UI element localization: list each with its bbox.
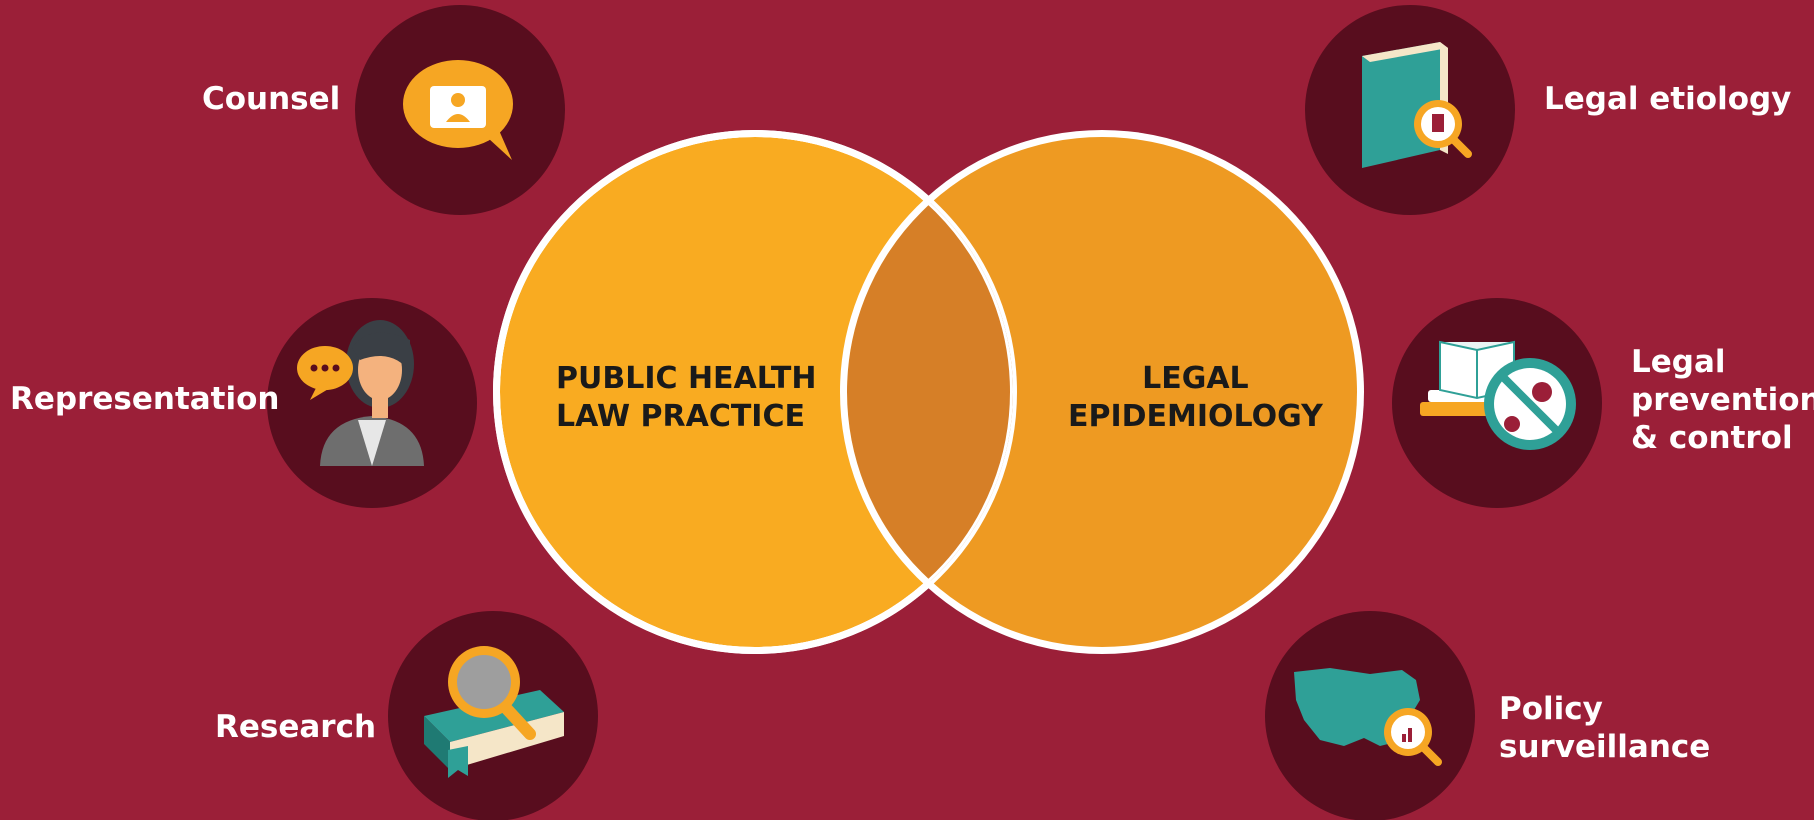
venn-ring-left [493,130,1017,654]
label-research: Research [215,708,376,746]
book-magnifier-icon-legal-etiology [1305,5,1515,215]
label-representation: Representation [10,380,280,418]
speech-bubble-id-icon [355,5,565,215]
label-counsel: Counsel [202,80,340,118]
label-legal-prevention-line2: prevention [1631,382,1814,418]
venn-label-left-line2: LAW PRACTICE [556,399,805,434]
label-counsel-text: Counsel [202,81,341,117]
label-representation-text: Representation [10,381,280,417]
venn-label-right-line1: LEGAL [1142,361,1249,396]
label-legal-etiology: Legal etiology [1544,80,1791,118]
label-legal-etiology-text: Legal etiology [1544,81,1792,117]
lawyer-woman-icon [267,298,477,508]
venn-label-right-line2: EPIDEMIOLOGY [1068,399,1323,434]
label-policy-surveillance-line1: Policy [1499,691,1603,727]
label-legal-prevention-control: Legal prevention & control [1631,343,1814,457]
venn-overlap [847,137,1013,647]
label-legal-prevention-line1: Legal [1631,344,1726,380]
label-policy-surveillance-line2: surveillance [1499,729,1711,765]
venn-label-right: LEGAL EPIDEMIOLOGY [1068,360,1323,436]
venn-label-left: PUBLIC HEALTH LAW PRACTICE [556,360,817,436]
label-policy-surveillance: Policy surveillance [1499,690,1710,766]
venn-ring-right [840,134,1013,650]
no-virus-book-icon [1392,298,1602,508]
venn-label-left-line1: PUBLIC HEALTH [556,361,817,396]
us-map-magnifier-icon [1265,611,1475,820]
label-legal-prevention-line3: & control [1631,420,1793,456]
book-magnifier-icon [388,611,598,820]
label-research-text: Research [215,709,377,745]
